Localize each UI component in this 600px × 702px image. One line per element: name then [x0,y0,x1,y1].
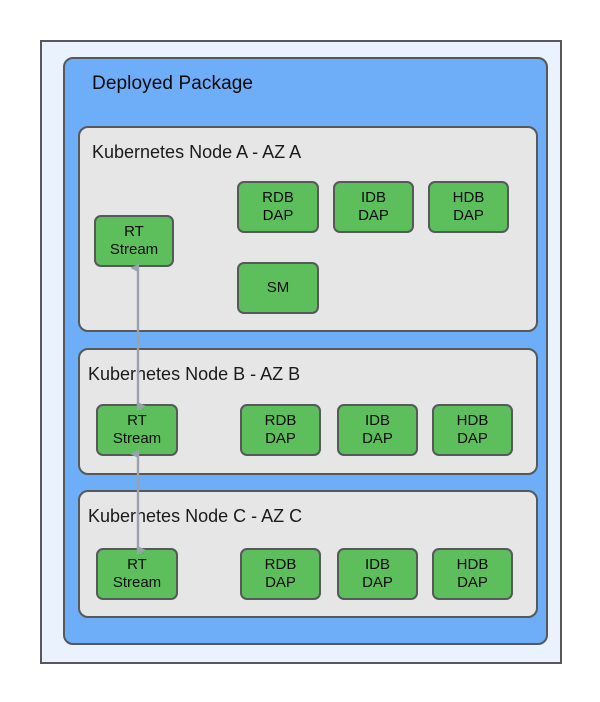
component-label-line1: RDB [262,189,294,207]
component-hdb-dap-node-c[interactable]: HDB DAP [432,548,513,600]
component-label-line2: DAP [265,430,296,447]
component-label-line1: RDB [264,412,297,430]
component-label-line2: DAP [457,430,488,447]
component-label-line2: DAP [453,207,484,224]
component-idb-dap-node-b[interactable]: IDB DAP [337,404,418,456]
component-label-line1: RDB [264,556,297,574]
component-label-line1: HDB [456,412,489,430]
component-label-line1: IDB [364,412,390,430]
component-rt-stream-node-c[interactable]: RT Stream [96,548,178,600]
kubernetes-node-a-title: Kubernetes Node A - AZ A [92,142,302,162]
component-sm-node-a[interactable]: SM [237,262,319,314]
component-label-line1: SM [266,279,290,297]
component-rt-stream-node-b[interactable]: RT Stream [96,404,178,456]
component-label-line2: DAP [358,207,389,224]
component-idb-dap-node-c[interactable]: IDB DAP [337,548,418,600]
component-label-line2: DAP [262,207,294,224]
component-idb-dap-node-a[interactable]: IDB DAP [333,181,414,233]
component-label-line2: DAP [362,574,393,591]
kubernetes-node-c-title: Kubernetes Node C - AZ C [88,506,303,526]
component-rdb-dap-node-c[interactable]: RDB DAP [240,548,321,600]
component-rt-stream-node-a[interactable]: RT Stream [94,215,174,267]
component-label-line2: Stream [112,430,162,447]
component-label-line1: IDB [364,556,390,574]
deployed-package-title: Deployed Package [92,73,254,94]
component-label-line1: RT [127,412,147,430]
component-label-line1: HDB [456,556,489,574]
component-label-line1: RT [127,556,147,574]
kubernetes-node-b-title: Kubernetes Node B - AZ B [88,364,301,384]
component-rdb-dap-node-a[interactable]: RDB DAP [237,181,319,233]
component-label-line1: IDB [360,189,386,207]
component-label-line1: RT [124,223,144,241]
component-rdb-dap-node-b[interactable]: RDB DAP [240,404,321,456]
component-label-line2: DAP [362,430,393,447]
component-label-line2: Stream [109,241,159,258]
component-label-line2: DAP [457,574,488,591]
component-label-line2: DAP [265,574,296,591]
component-hdb-dap-node-b[interactable]: HDB DAP [432,404,513,456]
component-label-line2: Stream [112,574,162,591]
component-hdb-dap-node-a[interactable]: HDB DAP [428,181,509,233]
component-label-line1: HDB [452,189,485,207]
